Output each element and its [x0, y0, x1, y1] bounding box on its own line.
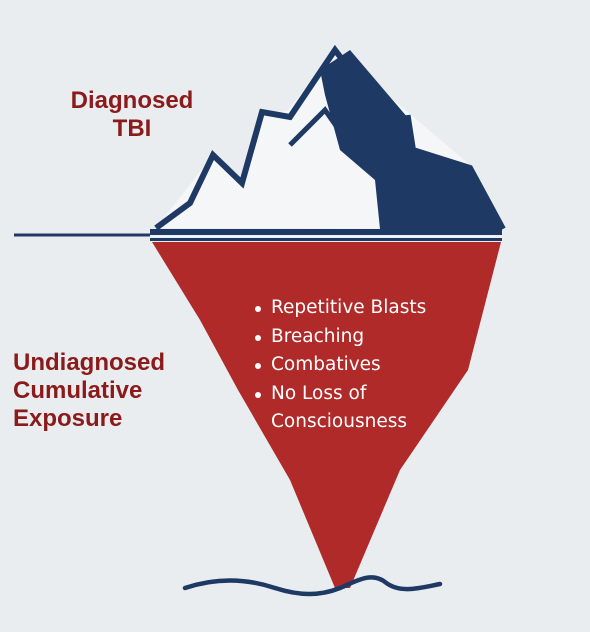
bullet-item: Repetitive Blasts — [254, 294, 474, 323]
undiagnosed-exposure-label: Undiagnosed Cumulative Exposure — [13, 349, 213, 433]
bottom-wave — [182, 575, 443, 597]
iceberg-tip — [154, 44, 506, 231]
diagnosed-label-line2: TBI — [112, 115, 152, 142]
undiagnosed-label-line2: Cumulative — [13, 377, 143, 404]
undiagnosed-label-line1: Undiagnosed — [13, 349, 166, 376]
diagnosed-tbi-label: Diagnosed TBI — [52, 87, 212, 143]
undiagnosed-label-line3: Exposure — [13, 405, 123, 432]
water-surface — [150, 229, 502, 235]
bullet-item: No Loss of Consciousness — [254, 380, 474, 437]
diagnosed-label-line1: Diagnosed — [70, 87, 194, 114]
exposure-bullet-list: Repetitive Blasts Breaching Combatives N… — [254, 294, 474, 437]
bullet-item: Combatives — [254, 351, 474, 380]
bullet-item: Breaching — [254, 323, 474, 352]
iceberg-base — [152, 242, 501, 588]
